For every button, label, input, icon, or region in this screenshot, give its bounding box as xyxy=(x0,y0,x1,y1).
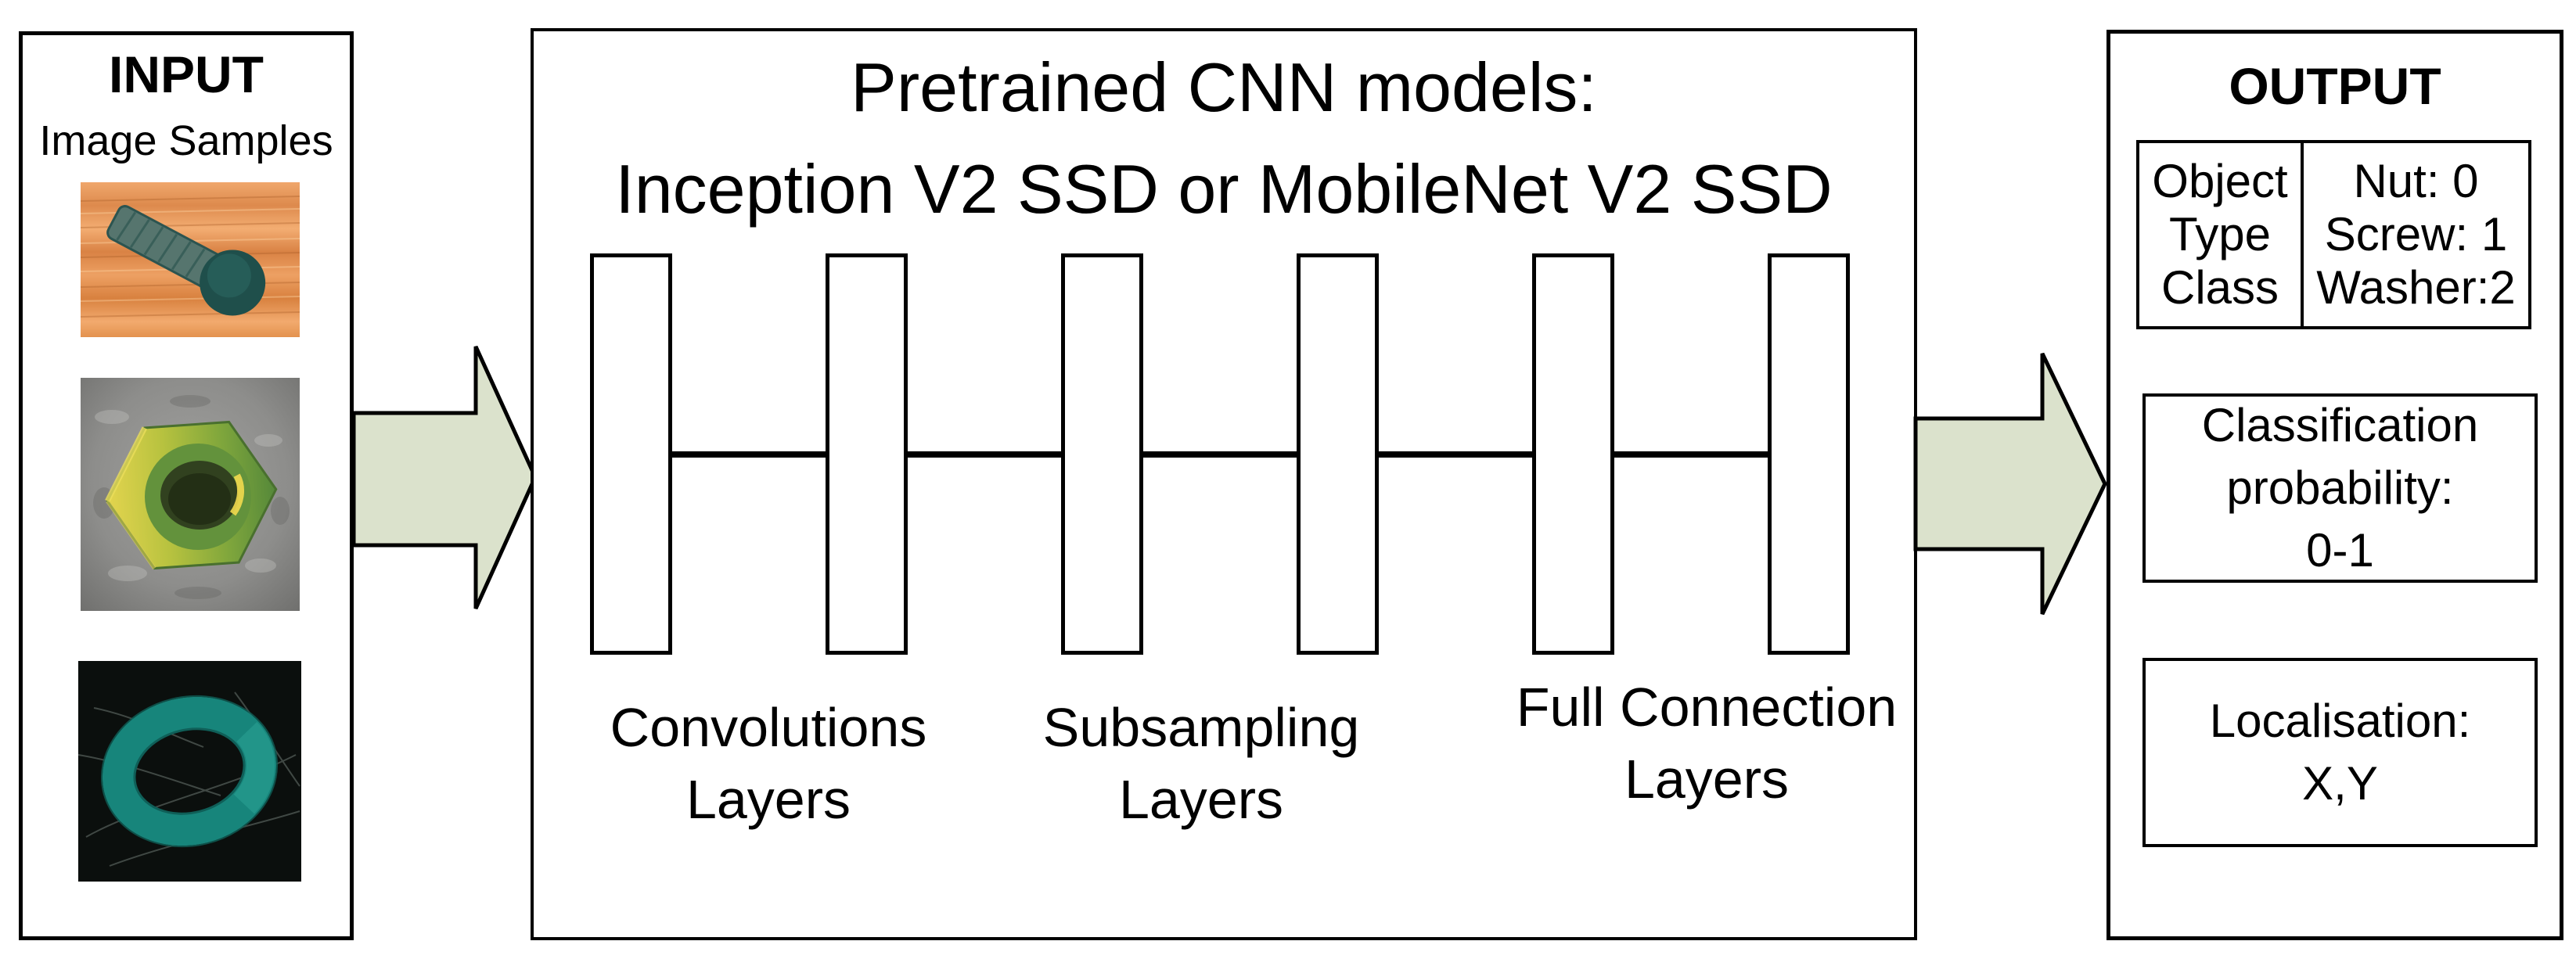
layer-connector-line xyxy=(908,451,1061,458)
label-line1: Full Connection xyxy=(1516,677,1898,738)
right-block-arrow-icon xyxy=(351,345,538,610)
object-type-class-table: Object Type Class Nut: 0 Screw: 1 Washer… xyxy=(2136,140,2531,329)
cnn-title-line1: Pretrained CNN models: xyxy=(851,48,1597,126)
cnn-panel: Pretrained CNN models: Inception V2 SSD … xyxy=(531,28,1917,940)
class-values-cell: Nut: 0 Screw: 1 Washer:2 xyxy=(2304,143,2528,326)
localisation-box: Localisation: X,Y xyxy=(2142,658,2538,847)
table-line: Object xyxy=(2152,155,2288,207)
object-type-class-cell: Object Type Class xyxy=(2139,143,2304,326)
nut-sample-image xyxy=(81,378,300,611)
cnn-layer-rect-1 xyxy=(590,253,672,655)
screw-sample-image xyxy=(81,182,300,337)
layer-connector-line xyxy=(1143,451,1297,458)
classification-probability-box: Classification probability: 0-1 xyxy=(2142,393,2538,583)
label-line1: Subsampling xyxy=(1042,697,1360,758)
table-line: Nut: 0 xyxy=(2353,155,2479,207)
input-to-cnn-arrow-icon xyxy=(351,345,538,610)
box-line: probability: xyxy=(2226,462,2454,514)
output-panel: OUTPUT Object Type Class Nut: 0 Screw: 1… xyxy=(2106,30,2563,940)
box-line: Localisation: xyxy=(2209,695,2471,747)
box-line: 0-1 xyxy=(2306,524,2374,576)
cnn-layer-rect-4 xyxy=(1297,253,1379,655)
convolutions-layers-label: Convolutions Layers xyxy=(534,691,1003,835)
table-line: Screw: 1 xyxy=(2324,208,2508,260)
label-line2: Layers xyxy=(1118,769,1284,830)
cnn-layer-rect-5 xyxy=(1532,253,1614,655)
cnn-layer-rect-6 xyxy=(1768,253,1850,655)
label-line1: Convolutions xyxy=(610,697,927,758)
box-line: Classification xyxy=(2201,399,2479,451)
box-line: X,Y xyxy=(2302,757,2378,810)
table-line: Type xyxy=(2168,208,2272,260)
layer-connector-line xyxy=(672,451,826,458)
label-line2: Layers xyxy=(1624,749,1790,810)
layer-connector-line xyxy=(1379,451,1532,458)
layer-connector-line xyxy=(1614,451,1768,458)
table-line: Class xyxy=(2160,261,2279,314)
input-panel-title: INPUT xyxy=(109,45,264,103)
subsampling-layers-label: Subsampling Layers xyxy=(966,691,1436,835)
input-panel: INPUT Image Samples xyxy=(19,31,354,940)
cnn-to-output-arrow-icon xyxy=(1913,352,2107,616)
label-line2: Layers xyxy=(685,769,851,830)
full-connection-layers-label: Full Connection Layers xyxy=(1472,671,1941,815)
cnn-title-line2: Inception V2 SSD or MobileNet V2 SSD xyxy=(615,150,1833,228)
input-panel-subtitle: Image Samples xyxy=(39,117,333,164)
table-line: Washer:2 xyxy=(2316,261,2516,314)
output-panel-title: OUTPUT xyxy=(2229,57,2441,115)
washer-sample-image xyxy=(78,661,301,882)
right-block-arrow-icon xyxy=(1913,352,2107,616)
cnn-layer-rect-3 xyxy=(1061,253,1143,655)
cnn-layer-rect-2 xyxy=(826,253,908,655)
